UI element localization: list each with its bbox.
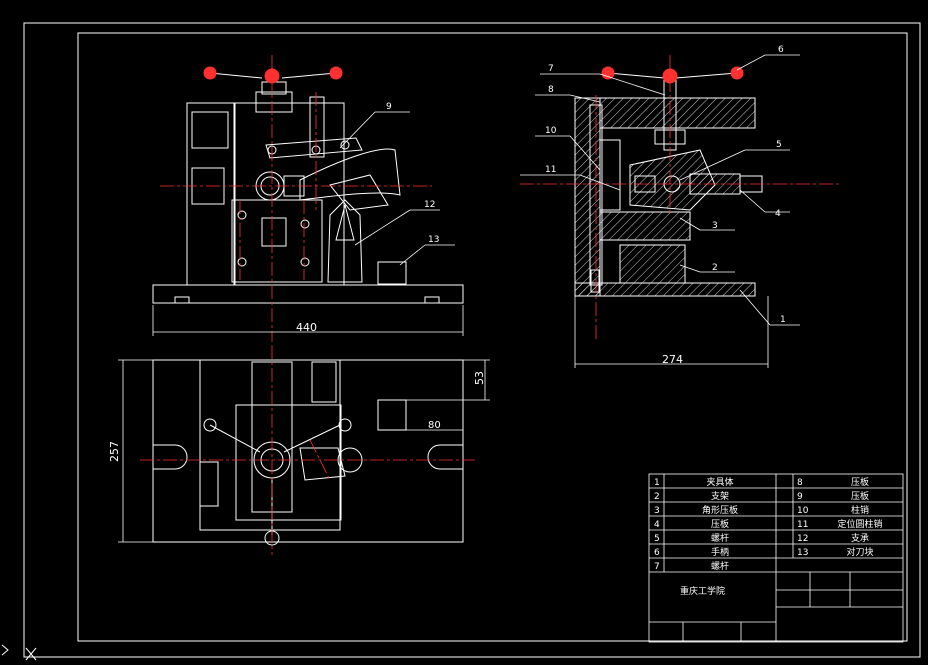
front-view	[152, 66, 464, 304]
table-row-name-left: 压板	[711, 518, 729, 530]
table-row-no-right: 10	[797, 506, 809, 516]
label-13: 13	[428, 235, 439, 245]
table-row-no-right: 8	[797, 478, 803, 488]
front-width-dimension-label: 440	[296, 321, 317, 334]
label-7: 7	[548, 64, 554, 74]
table-row-no-left: 7	[654, 562, 660, 572]
top-offset-dimension-label: 80	[428, 420, 441, 431]
table-row-name-right: 压板	[851, 476, 869, 488]
table-row-name-left: 夹具体	[706, 476, 733, 488]
label-4: 4	[775, 209, 781, 219]
table-row-name-left: 螺杆	[711, 560, 729, 572]
table-row-no-left: 3	[654, 506, 660, 516]
label-3: 3	[712, 221, 718, 231]
label-6: 6	[778, 45, 784, 55]
ucs-icon	[1, 644, 37, 661]
top-height-dimension-label: 257	[108, 441, 121, 462]
label-12: 12	[424, 200, 435, 210]
table-row-name-right: 柱销	[851, 504, 869, 516]
table-row-name-right: 定位圆柱销	[837, 518, 882, 530]
label-10: 10	[545, 126, 557, 136]
table-row-no-right: 13	[797, 548, 808, 558]
table-row-name-right: 支承	[851, 532, 869, 544]
table-row-name-left: 螺杆	[711, 532, 729, 544]
inner-border	[77, 32, 908, 642]
outer-border	[23, 22, 921, 658]
front-view-dimension	[152, 305, 464, 336]
top-small-dimension-label: 53	[473, 371, 486, 385]
label-9: 9	[386, 102, 392, 112]
top-view	[152, 359, 464, 546]
top-view-centerlines	[140, 345, 475, 555]
side-width-dimension-label: 274	[662, 353, 683, 366]
parts-table	[648, 473, 904, 643]
table-row-no-left: 1	[654, 478, 660, 488]
parts-table-text: 1 夹具体 8 压板 2 支架 9 压板 3 角形压板 10 柱销 4 压板 11 定位圆柱销 5 螺杆 12 支承 6…	[654, 476, 883, 572]
table-row-name-left: 支架	[711, 490, 729, 502]
label-1: 1	[780, 315, 786, 325]
table-row-no-left: 5	[654, 534, 660, 544]
top-view-dimensions	[118, 359, 490, 543]
table-row-name-left: 手柄	[711, 546, 729, 558]
table-row-name-right: 对刀块	[846, 546, 873, 558]
side-view-centerlines	[520, 55, 840, 340]
side-view-dimension	[574, 296, 769, 368]
table-row-no-left: 2	[654, 492, 660, 502]
table-row-no-left: 6	[654, 548, 660, 558]
table-row-name-left: 角形压板	[702, 504, 738, 516]
table-row-no-right: 12	[797, 534, 808, 544]
label-8: 8	[548, 85, 554, 95]
label-5: 5	[776, 140, 782, 150]
table-row-name-right: 压板	[851, 490, 869, 502]
table-row-no-right: 11	[797, 520, 808, 530]
label-11: 11	[545, 165, 556, 175]
school-name: 重庆工学院	[680, 585, 725, 597]
table-row-no-right: 9	[797, 492, 803, 502]
side-view	[574, 66, 763, 297]
front-view-centerlines	[160, 55, 432, 342]
label-2: 2	[712, 263, 718, 273]
table-row-no-left: 4	[654, 520, 660, 530]
